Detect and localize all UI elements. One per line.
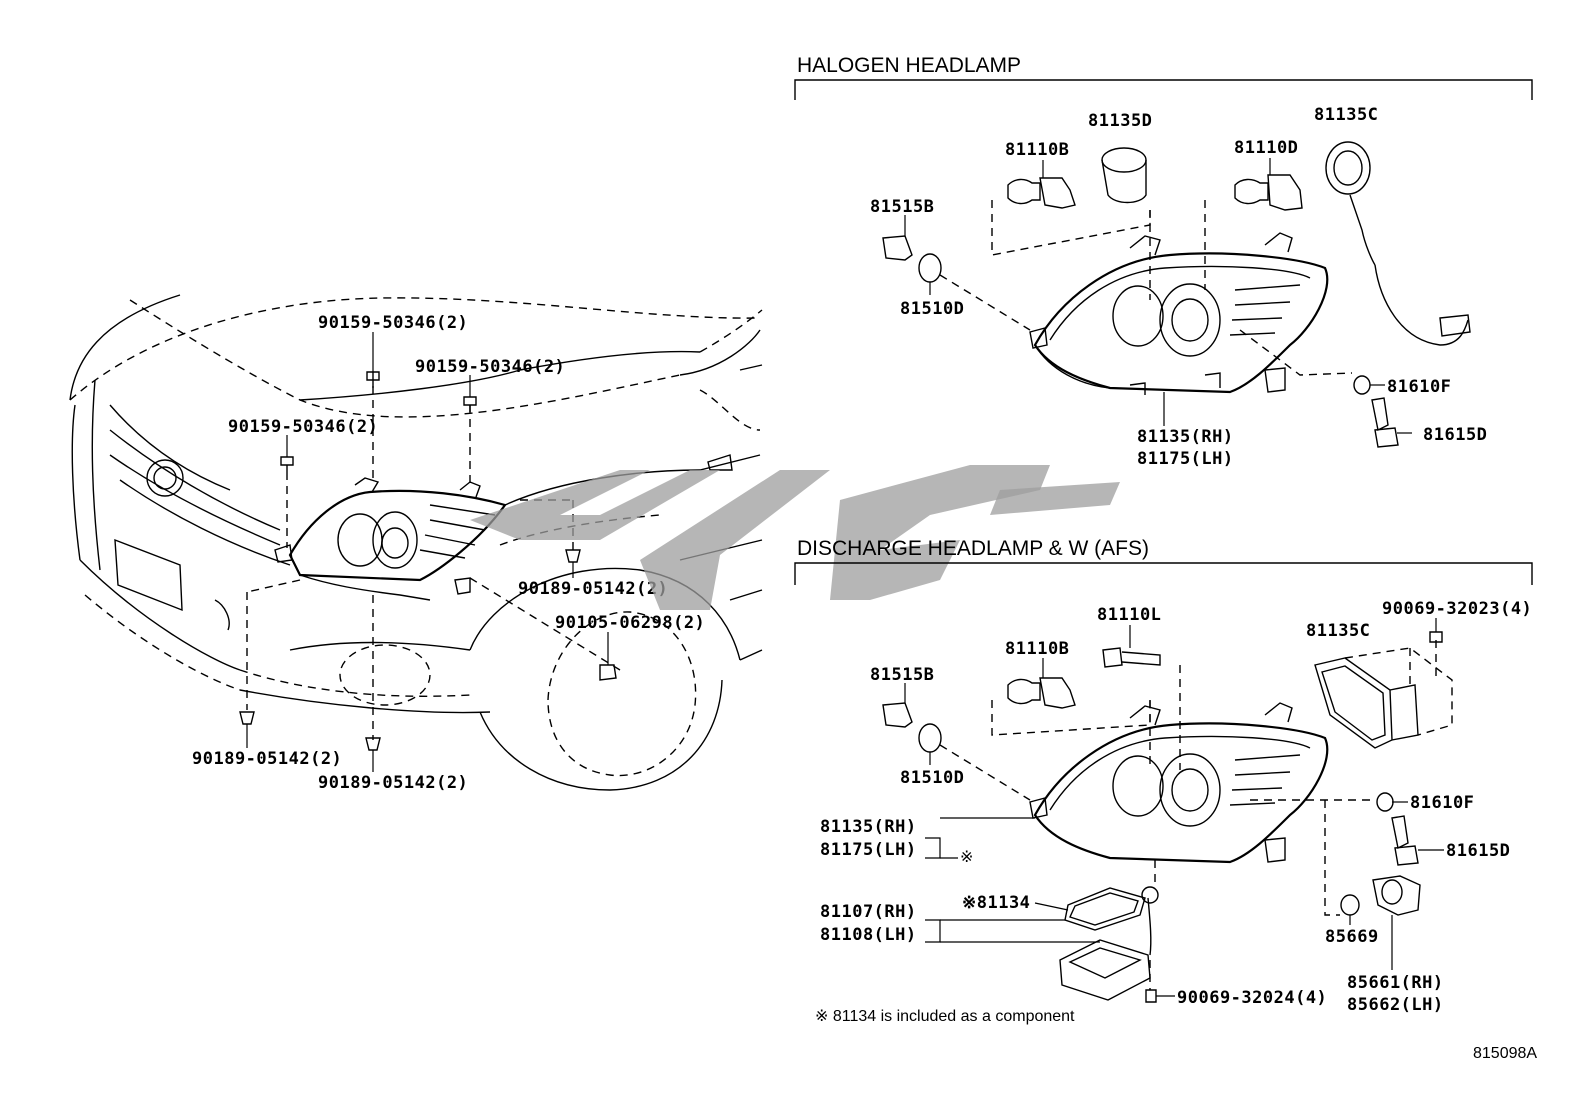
label-81110l: 81110L [1097,605,1161,625]
section-title-halogen: HALOGEN HEADLAMP [797,54,1021,77]
bulb-81110b-icon [1007,177,1076,209]
label-bolt-top-right: 90159-50346(2) [415,357,565,377]
label-lamp-mark: ※ [960,849,973,866]
label-clip-right: 90189-05142(2) [518,579,668,599]
screw-icon [1145,989,1157,1003]
bulb-81510d-icon [918,723,942,753]
label-lamp-lh: 81175(LH) [1137,449,1234,469]
watermark-logo [470,465,1120,610]
screw-icon [599,664,617,681]
label-clip-bottom-center: 90189-05142(2) [318,773,468,793]
bulb-81510d-icon [918,253,942,283]
label-screw-wheel: 90105-06298(2) [555,613,705,633]
label-81110b-afs: 81110B [1005,639,1069,659]
ring-85669-icon [1340,894,1360,916]
section-bracket-halogen [794,79,1533,100]
bulb-81110d-icon [1234,174,1303,211]
clip-icon [365,737,381,751]
label-90069-32024: 90069-32024(4) [1177,988,1327,1008]
bulb-81610f-icon [1353,375,1371,395]
motor-85661-icon [1372,875,1421,916]
clip-icon [239,711,255,725]
label-lamp-rh: 81135(RH) [1137,427,1234,447]
label-81515b-afs: 81515B [870,665,934,685]
label-ballast-lh: 81108(LH) [820,925,917,945]
label-81110d: 81110D [1234,138,1298,158]
socket-81615d-icon [1391,815,1419,866]
label-81610f-afs: 81610F [1410,793,1474,813]
bulb-81610f-icon [1376,792,1394,812]
label-lamp-rh-afs: 81135(RH) [820,817,917,837]
label-bolt-top-center: 90159-50346(2) [318,313,468,333]
ballast-gasket-icon [1064,887,1146,931]
label-81615d-afs: 81615D [1446,841,1510,861]
label-81135c: 81135C [1314,105,1378,125]
clip-icon [565,549,581,563]
bolt-icon [280,456,294,472]
label-85662-lh: 85662(LH) [1347,995,1444,1015]
label-81510d-afs: 81510D [900,768,964,788]
label-85661-rh: 85661(RH) [1347,973,1444,993]
label-lamp-lh-afs: 81175(LH) [820,840,917,860]
label-81610f: 81610F [1387,377,1451,397]
label-81134: ※81134 [962,893,1030,913]
label-85669: 85669 [1325,927,1379,947]
label-clip-bottom-left: 90189-05142(2) [192,749,342,769]
bolt-icon [366,371,380,388]
bulb-81110b-icon [1007,677,1076,709]
label-81615d: 81615D [1423,425,1487,445]
screw-icon [1429,631,1443,643]
socket-81615d-icon [1371,397,1399,448]
label-81135c-afs: 81135C [1306,621,1370,641]
cover-81135c-icon [1314,657,1419,749]
bulb-81110l-icon [1102,647,1161,668]
ballast-81107-icon [1059,939,1151,1001]
label-81510d: 81510D [900,299,964,319]
label-81110b: 81110B [1005,140,1069,160]
halogen-headlamp-illustration [882,141,1471,448]
section-bracket-discharge [794,562,1533,585]
label-81135d: 81135D [1088,111,1152,131]
footnote: ※ 81134 is included as a component [815,1008,1075,1025]
label-ballast-rh: 81107(RH) [820,902,917,922]
bolt-icon [463,396,477,412]
socket-81135d-icon [1101,147,1147,204]
label-90069-32023: 90069-32023(4) [1382,599,1532,619]
label-bolt-top-left: 90159-50346(2) [228,417,378,437]
figure-id: 815098A [1473,1045,1537,1062]
discharge-headlamp-illustration [882,618,1453,1003]
socket-81135c-icon [1325,141,1471,346]
label-81515b: 81515B [870,197,934,217]
socket-81515b-icon [882,235,913,261]
section-title-discharge: DISCHARGE HEADLAMP & W (AFS) [797,537,1149,560]
socket-81515b-icon [882,702,913,728]
